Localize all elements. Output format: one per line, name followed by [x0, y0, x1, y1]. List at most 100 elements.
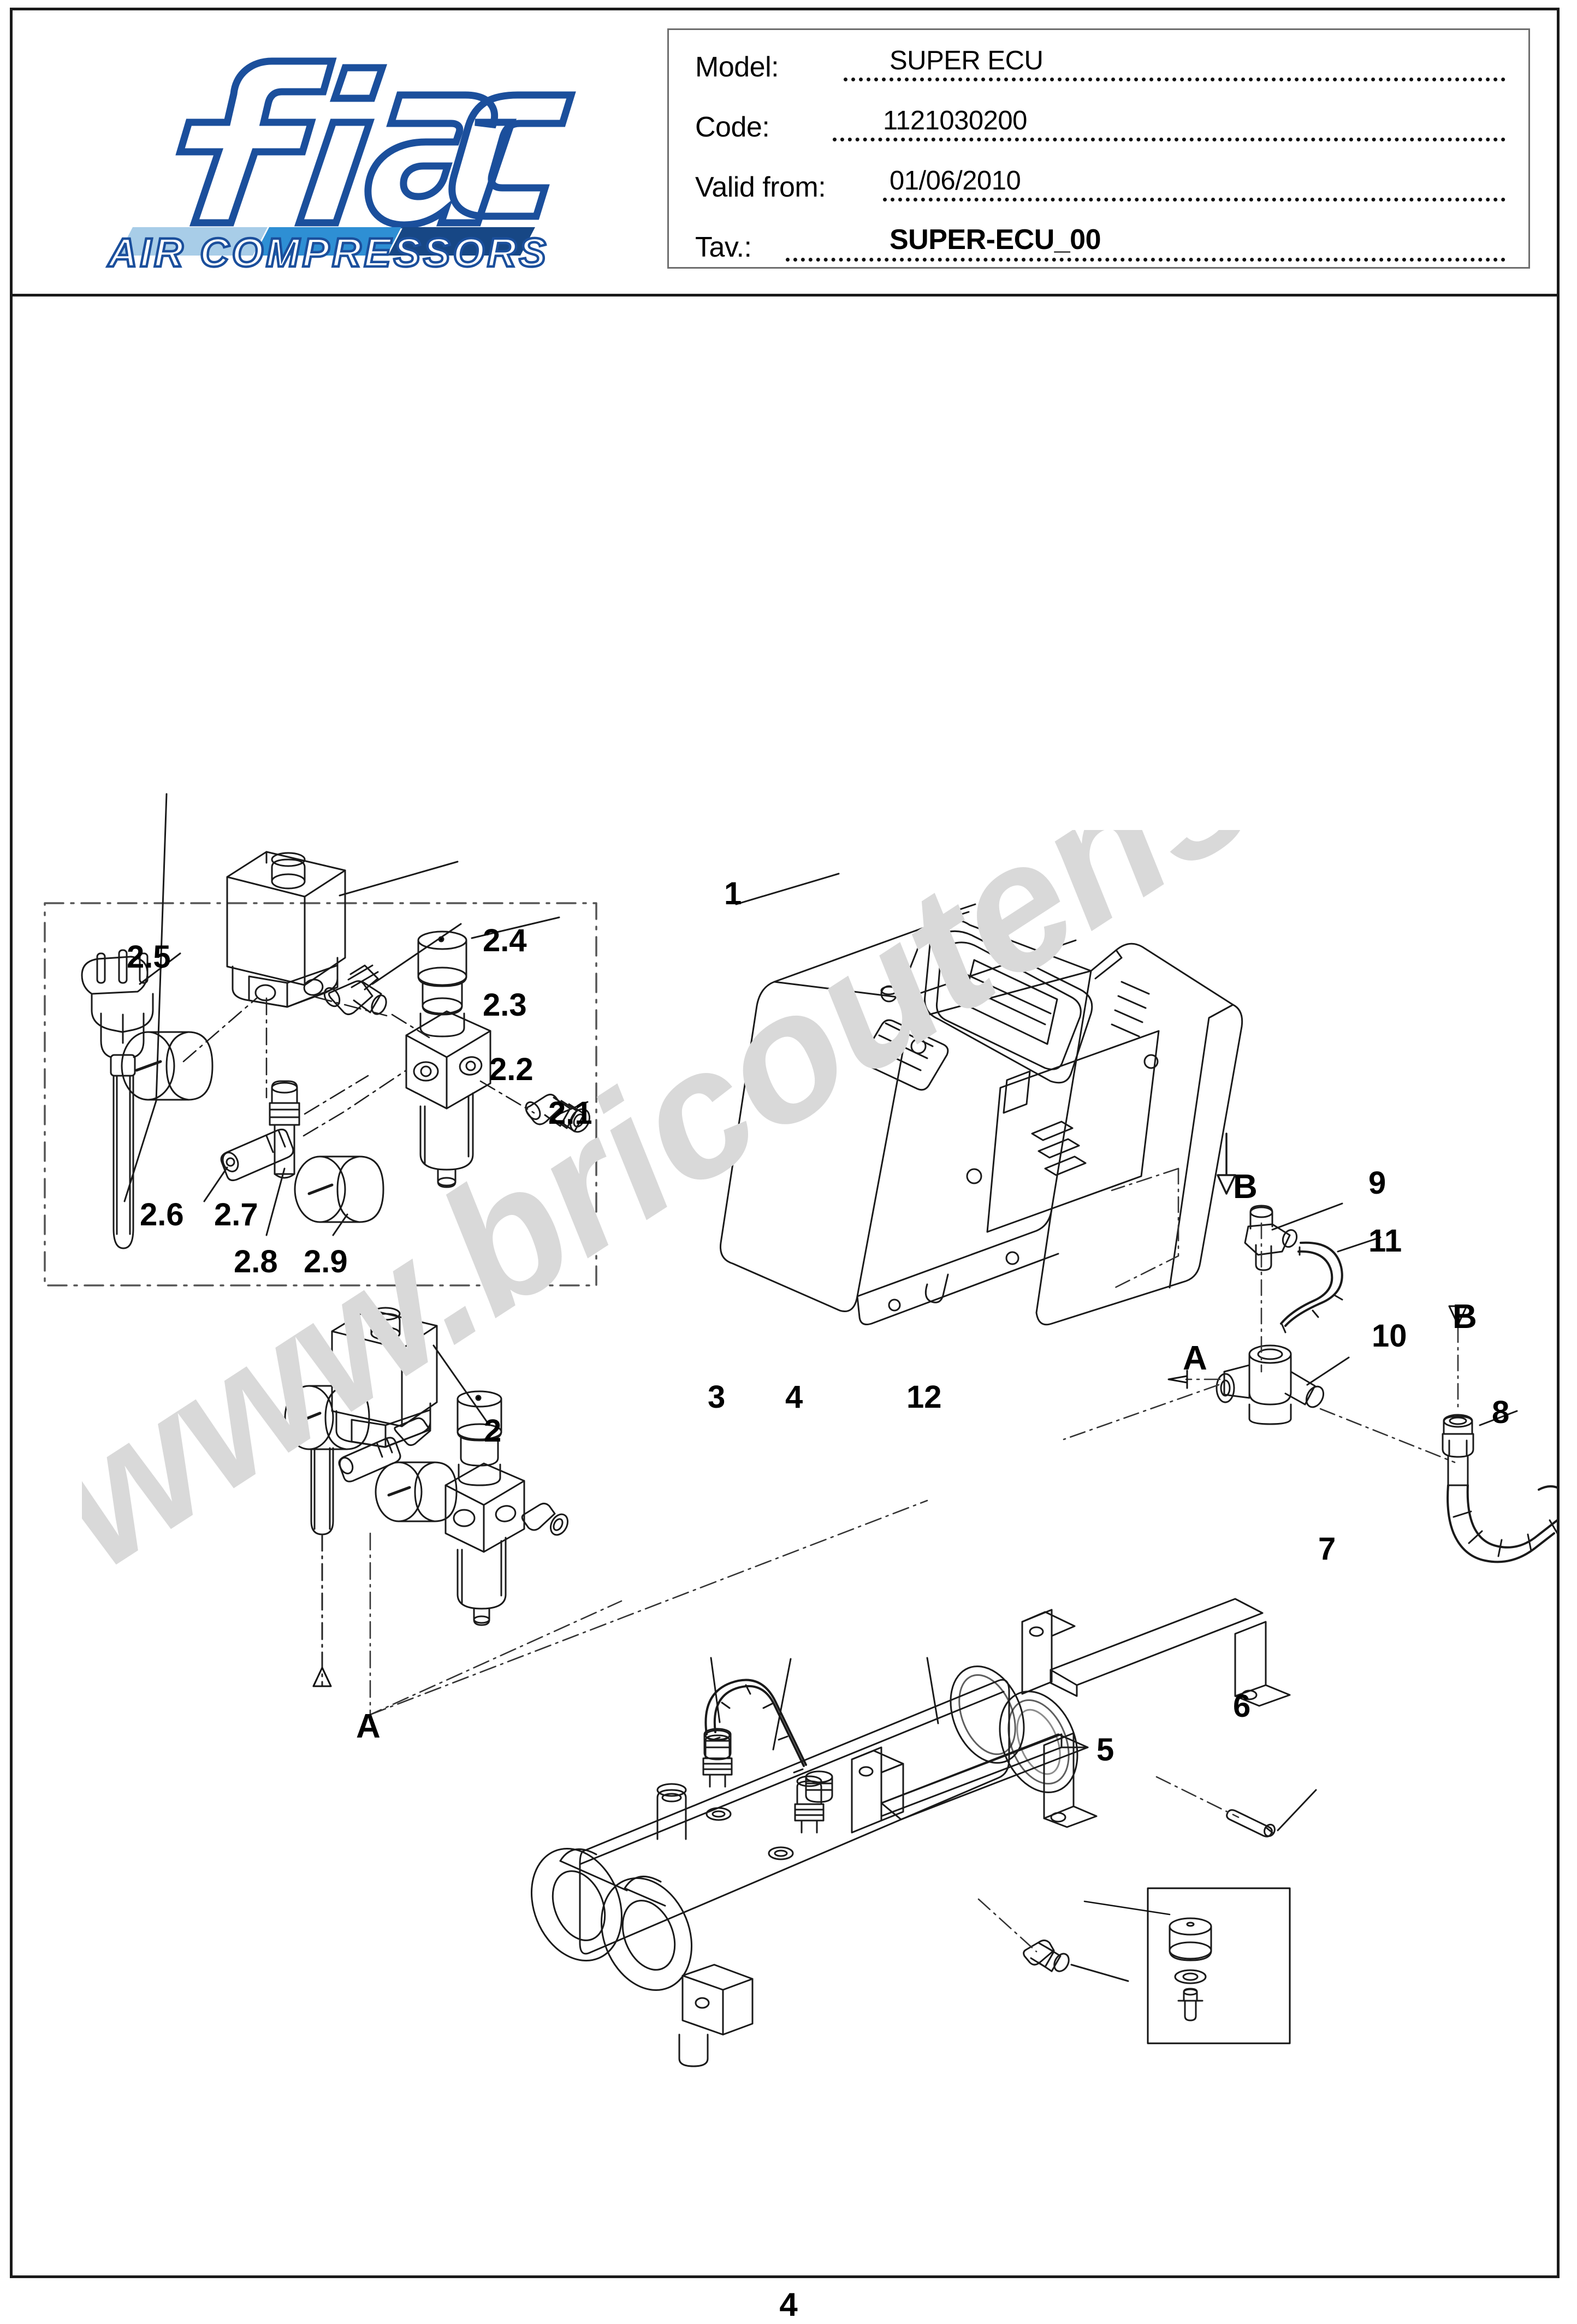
title-block-row-valid-from: Valid from: 01/06/2010	[669, 150, 1528, 210]
leader-9	[1271, 1202, 1343, 1231]
callout-8: 8	[1492, 1395, 1510, 1430]
leader-7	[1277, 1789, 1317, 1831]
leader-1	[735, 873, 840, 905]
code-value: 1121030200	[880, 105, 1031, 136]
page-number: 4	[779, 2286, 798, 2323]
leader-2-8	[265, 1167, 286, 1236]
leader-2-4	[339, 861, 459, 897]
leader-2-2	[471, 916, 560, 939]
leader-4	[772, 1658, 792, 1751]
section-marker-a-right-label: A	[1183, 1339, 1207, 1377]
section-marker-a-main-label: A	[356, 1708, 381, 1745]
callout-9: 9	[1368, 1165, 1386, 1201]
part-5-drain-fitting-icon	[1023, 1939, 1070, 1972]
tank-fitting-right	[794, 1775, 825, 1834]
leader-2-1	[558, 1101, 589, 1115]
leader-callout-2	[432, 1344, 490, 1426]
leader-12	[926, 1657, 939, 1724]
callout-3: 3	[708, 1379, 726, 1415]
part-2-3-tee-fitting-icon	[323, 964, 387, 1015]
valid-from-value: 01/06/2010	[886, 165, 1025, 196]
code-label: Code:	[695, 111, 770, 143]
callout-2: 2	[484, 1413, 502, 1449]
callout-10: 10	[1372, 1318, 1407, 1354]
title-block-row-code: Code: 1121030200	[669, 90, 1528, 150]
callout-2-9: 2.9	[304, 1244, 348, 1279]
axis-10-left	[1063, 1384, 1220, 1440]
callout-2-3: 2.3	[483, 987, 527, 1023]
leader-8	[1479, 1410, 1518, 1426]
axis-7	[1155, 1776, 1240, 1818]
valid-from-label: Valid from:	[695, 171, 826, 203]
callout-5: 5	[1096, 1732, 1114, 1768]
section-marker-a-right-icon	[1167, 1370, 1221, 1389]
title-block-row-model: Model: SUPER ECU	[669, 30, 1528, 90]
leader-2-7	[203, 1166, 228, 1202]
part-2-9-gauge-icon	[294, 1155, 384, 1223]
leader-11	[1337, 1236, 1382, 1253]
part-11-tube-icon	[1280, 1241, 1343, 1333]
page-border	[10, 8, 1560, 2278]
leader-2-9	[332, 1213, 348, 1236]
part-12-bracket-icon	[851, 1598, 1291, 1834]
callout-2-1: 2.1	[548, 1095, 592, 1131]
part-2-6-gauge-icon	[121, 1031, 214, 1101]
part-4-hose-end-icon	[703, 1728, 833, 1803]
part-8-flexible-hose-icon	[1442, 1414, 1560, 1563]
logo-accent-bars-icon	[118, 227, 535, 256]
callout-2-5: 2.5	[127, 939, 171, 975]
callout-7: 7	[1318, 1531, 1336, 1567]
dotted-leader	[833, 132, 1505, 141]
callout-2-6: 2.6	[140, 1197, 184, 1232]
part-2-2-regulator-icon	[405, 930, 491, 1188]
callout-11: 11	[1368, 1223, 1402, 1259]
leader-2-3	[371, 923, 462, 985]
air-tank-icon	[530, 1665, 1078, 2067]
callout-2-7: 2.7	[214, 1197, 258, 1232]
part-1-compressor-housing-icon	[719, 903, 1243, 1326]
tav-label: Tav.:	[695, 232, 752, 263]
part-2-7-safety-valve-icon	[220, 1129, 294, 1181]
axis-6	[1083, 1900, 1171, 1916]
axis-5	[977, 1898, 1038, 1953]
part-2-5-power-cord-icon	[81, 949, 154, 1249]
dotted-leader	[883, 192, 1505, 201]
svg-text:AIR COMPRESSORS: AIR COMPRESSORS	[107, 230, 549, 269]
section-marker-b-body-label: B	[1233, 1168, 1258, 1206]
header-divider	[10, 294, 1560, 297]
leader-2-6b	[123, 1100, 157, 1202]
model-value: SUPER ECU	[886, 45, 1048, 76]
inset-detail-box	[44, 902, 597, 1286]
model-label: Model:	[695, 51, 779, 83]
assembly-axis-a	[369, 1499, 928, 1716]
section-marker-b-hose-label: B	[1452, 1298, 1477, 1336]
fiac-logo: AIR COMPRESSORS	[98, 39, 579, 269]
exploded-drawing	[10, 295, 1560, 2278]
callout-2-4: 2.4	[483, 923, 527, 958]
inset-assembly-axes	[182, 996, 535, 1137]
part-2-assembly-icon	[284, 1307, 569, 1626]
leader-3	[710, 1657, 721, 1723]
dotted-leader	[844, 72, 1505, 81]
title-block: Model: SUPER ECU Code: 1121030200 Valid …	[667, 28, 1530, 269]
callout-1: 1	[724, 876, 742, 911]
leader-10	[1306, 1356, 1350, 1386]
part-7-screw-icon	[1226, 1809, 1276, 1837]
title-block-row-tav: Tav.: SUPER-ECU_00	[669, 210, 1528, 270]
part-2-1-quick-coupler-icon	[525, 1094, 591, 1133]
logo-tagline-icon: AIR COMPRESSORS	[106, 229, 549, 269]
part-2-4-pressure-switch-icon	[226, 851, 346, 1008]
axis-10-right	[1319, 1408, 1456, 1463]
leader-5	[1070, 1964, 1129, 1982]
callout-6: 6	[1233, 1688, 1251, 1724]
part-2-8-nipple-icon	[269, 1080, 300, 1179]
dotted-leader	[786, 252, 1505, 262]
part-10-tee-valve-icon	[1216, 1344, 1325, 1425]
part-6-foot-kit-icon	[1147, 1887, 1291, 2044]
callout-2-2: 2.2	[489, 1052, 533, 1087]
tav-value: SUPER-ECU_00	[886, 223, 1106, 256]
callout-12: 12	[906, 1379, 942, 1415]
callout-2-8: 2.8	[234, 1244, 278, 1279]
section-marker-b-body-icon	[1111, 1133, 1236, 1290]
